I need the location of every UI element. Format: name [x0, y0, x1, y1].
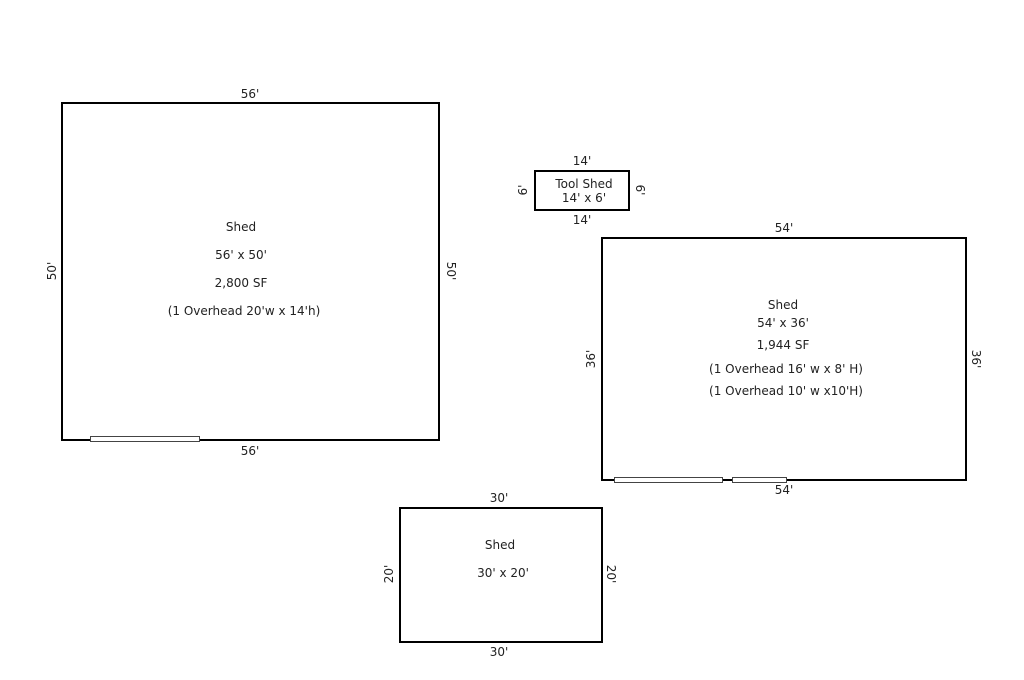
tool-shed-top-dimension: 14' — [572, 154, 592, 168]
shed-b-bottom-dimension: 54' — [774, 483, 794, 497]
shed-a-size: 56' x 50' — [215, 248, 267, 262]
shed-a-door-note: (1 Overhead 20'w x 14'h) — [167, 304, 321, 318]
shed-a-area: 2,800 SF — [214, 276, 268, 290]
tool-shed-size: 14' x 6' — [561, 191, 607, 205]
shed-c-right-dimension: 20' — [604, 564, 618, 584]
shed-a-outline — [61, 102, 440, 441]
shed-c-top-dimension: 30' — [489, 491, 509, 505]
tool-shed-left-dimension: 6' — [516, 184, 530, 196]
shed-c-left-dimension: 20' — [382, 564, 396, 584]
shed-a-overhead-door — [90, 436, 200, 442]
shed-c-label: Shed — [484, 538, 516, 552]
shed-a-right-dimension: 50' — [444, 261, 458, 281]
shed-b-left-dimension: 36' — [584, 349, 598, 369]
shed-b-overhead-door-1 — [614, 477, 723, 483]
shed-b-outline — [601, 237, 967, 481]
shed-b-overhead-door-2 — [732, 477, 787, 483]
tool-shed-label: Tool Shed — [555, 177, 613, 191]
shed-b-right-dimension: 36' — [969, 349, 983, 369]
tool-shed-bottom-dimension: 14' — [572, 213, 592, 227]
shed-b-top-dimension: 54' — [774, 221, 794, 235]
shed-a-bottom-dimension: 56' — [240, 444, 260, 458]
tool-shed-outline — [534, 170, 630, 211]
shed-b-area: 1,944 SF — [756, 338, 810, 352]
shed-c-outline — [399, 507, 603, 643]
shed-c-bottom-dimension: 30' — [489, 645, 509, 659]
shed-a-top-dimension: 56' — [240, 87, 260, 101]
shed-a-left-dimension: 50' — [45, 261, 59, 281]
shed-b-size: 54' x 36' — [757, 316, 809, 330]
shed-a-label: Shed — [225, 220, 257, 234]
shed-b-door-note-2: (1 Overhead 10' w x10'H) — [709, 384, 863, 398]
tool-shed-right-dimension: 6' — [633, 184, 647, 196]
shed-b-door-note-1: (1 Overhead 16' w x 8' H) — [709, 362, 863, 376]
shed-c-size: 30' x 20' — [477, 566, 529, 580]
shed-b-label: Shed — [767, 298, 799, 312]
